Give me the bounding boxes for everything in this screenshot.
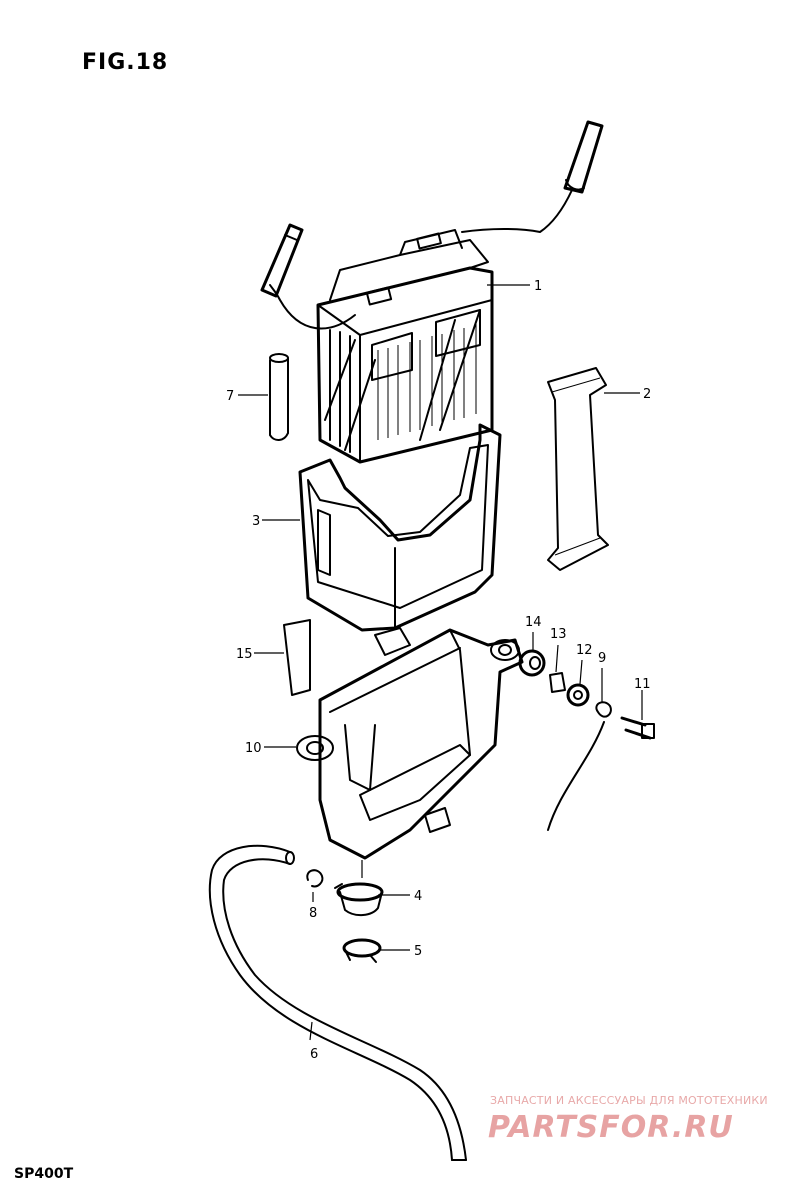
breather-tube-short xyxy=(269,353,289,441)
battery-band xyxy=(547,367,609,571)
callout-1: 1 xyxy=(534,279,542,294)
ground-lead-9 xyxy=(595,701,612,718)
leader-lines xyxy=(238,284,643,1041)
grommet xyxy=(334,882,384,916)
watermark-logo: PARTSFOR.RU xyxy=(488,1110,734,1145)
callout-2: 2 xyxy=(643,387,651,402)
callout-7: 7 xyxy=(226,389,234,404)
callout-9: 9 xyxy=(598,651,606,666)
callout-labels: 1 2 3 4 5 6 7 8 9 10 11 12 13 14 15 xyxy=(226,279,651,1062)
cushion-14 xyxy=(518,649,546,677)
battery xyxy=(260,120,604,464)
callout-12: 12 xyxy=(576,643,593,658)
battery-holder xyxy=(296,627,524,860)
figure-title: FIG.18 xyxy=(82,50,169,75)
callout-10: 10 xyxy=(245,741,262,756)
callout-15: 15 xyxy=(236,647,253,662)
mounting-hardware xyxy=(518,649,655,831)
model-code: SP400T xyxy=(14,1166,74,1182)
callout-8: 8 xyxy=(309,906,317,921)
washer-12 xyxy=(566,683,590,707)
callout-3: 3 xyxy=(252,514,260,529)
breather-hose xyxy=(208,844,467,1161)
callout-11: 11 xyxy=(634,677,651,692)
callout-5: 5 xyxy=(414,944,422,959)
callout-4: 4 xyxy=(414,889,422,904)
battery-case xyxy=(298,423,502,632)
clamp-small xyxy=(306,869,324,888)
hose-clamp xyxy=(342,938,382,963)
watermark-tagline: ЗАПЧАСТИ И АКСЕССУАРЫ ДЛЯ МОТОТЕХНИКИ xyxy=(490,1094,768,1107)
bolt-11 xyxy=(620,716,652,740)
callout-6: 6 xyxy=(310,1047,318,1062)
collar-13 xyxy=(549,672,566,693)
battery-pad xyxy=(283,619,311,696)
callout-14: 14 xyxy=(525,615,542,630)
callout-13: 13 xyxy=(550,627,567,642)
